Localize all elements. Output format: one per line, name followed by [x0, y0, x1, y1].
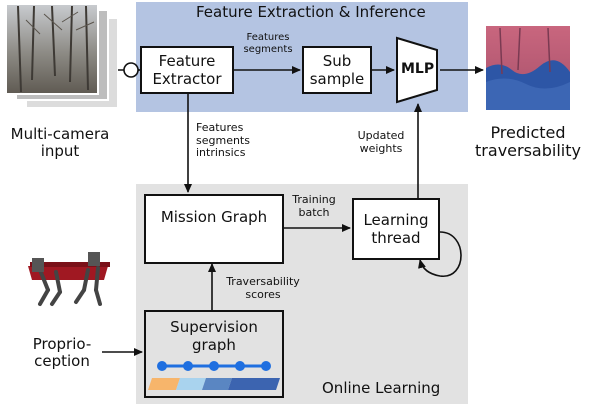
supervision-graph-label-2: graph [192, 336, 236, 354]
predicted-traversability-image [486, 26, 570, 110]
training-batch-label-1: Training [292, 193, 336, 206]
features-segments-label-2: segments [243, 43, 293, 55]
features-segments-label-1: Features [246, 32, 290, 43]
traversability-scores-edge-label: Traversability scores [220, 275, 306, 301]
mission-graph-block: Mission Graph [144, 194, 284, 264]
supervision-graph-node [157, 361, 167, 371]
proprioception-label: Proprio- ception [22, 335, 102, 371]
fsi-label-2: segments [196, 133, 250, 147]
subsample-label-2: sample [309, 70, 365, 88]
supervision-graph-node [209, 361, 219, 371]
legged-robot-icon [28, 252, 110, 306]
updated-weights-edge-label: Updated weights [350, 129, 412, 155]
learning-thread-block: Learning thread [352, 198, 440, 260]
fsi-label-3: intrinsics [196, 146, 246, 160]
camera-images [5, 3, 119, 109]
training-batch-edge-label: Training batch [288, 193, 340, 219]
feature-extraction-title: Feature Extraction & Inference [196, 3, 426, 21]
supervision-graph-node [261, 361, 271, 371]
multi-camera-label: Multi-camera input [4, 125, 116, 161]
feature-extractor-label-1: Feature [158, 52, 216, 70]
mission-graph-label: Mission Graph [160, 208, 268, 226]
multi-camera-label-2: input [40, 142, 80, 161]
supervision-graph-block: Supervision graph [144, 310, 284, 398]
subsample-label-1: Sub [322, 52, 352, 70]
supervision-graph-node [235, 361, 245, 371]
proprioception-label-2: ception [34, 352, 90, 371]
feature-extractor-block: Feature Extractor [140, 46, 234, 94]
input-port-circle [123, 62, 139, 78]
learning-thread-label-2: thread [371, 229, 421, 247]
mlp-block [396, 36, 438, 104]
mlp-label: MLP [401, 61, 435, 77]
online-learning-title: Online Learning [322, 379, 441, 397]
learning-loop-arrow [418, 231, 462, 277]
supervision-graph-nodes [157, 361, 271, 371]
training-batch-label-2: batch [298, 205, 330, 219]
features-segments-intrinsics-edge-label: Features segments intrinsics [196, 121, 250, 160]
traversability-scores-label-2: scores [245, 287, 281, 301]
predicted-label-1: Predicted [490, 123, 566, 142]
supervision-score-bar [148, 378, 280, 390]
updated-weights-label-1: Updated [357, 129, 405, 142]
predicted-label-2: traversability [475, 141, 581, 161]
supervision-graph-label-1: Supervision [170, 318, 258, 336]
subsample-block: Sub sample [302, 46, 372, 94]
feature-extractor-label-2: Extractor [152, 70, 222, 88]
proprioception-label-1: Proprio- [32, 335, 92, 353]
fsi-label-1: Features [196, 121, 244, 134]
predicted-traversability-label: Predicted traversability [466, 123, 590, 161]
features-segments-edge-label: Features segments [238, 32, 298, 55]
updated-weights-label-2: weights [359, 141, 403, 155]
traversability-scores-label-1: Traversability [226, 275, 300, 288]
learning-thread-label-1: Learning [363, 211, 429, 229]
supervision-graph-node [183, 361, 193, 371]
multi-camera-label-1: Multi-camera [10, 125, 110, 143]
